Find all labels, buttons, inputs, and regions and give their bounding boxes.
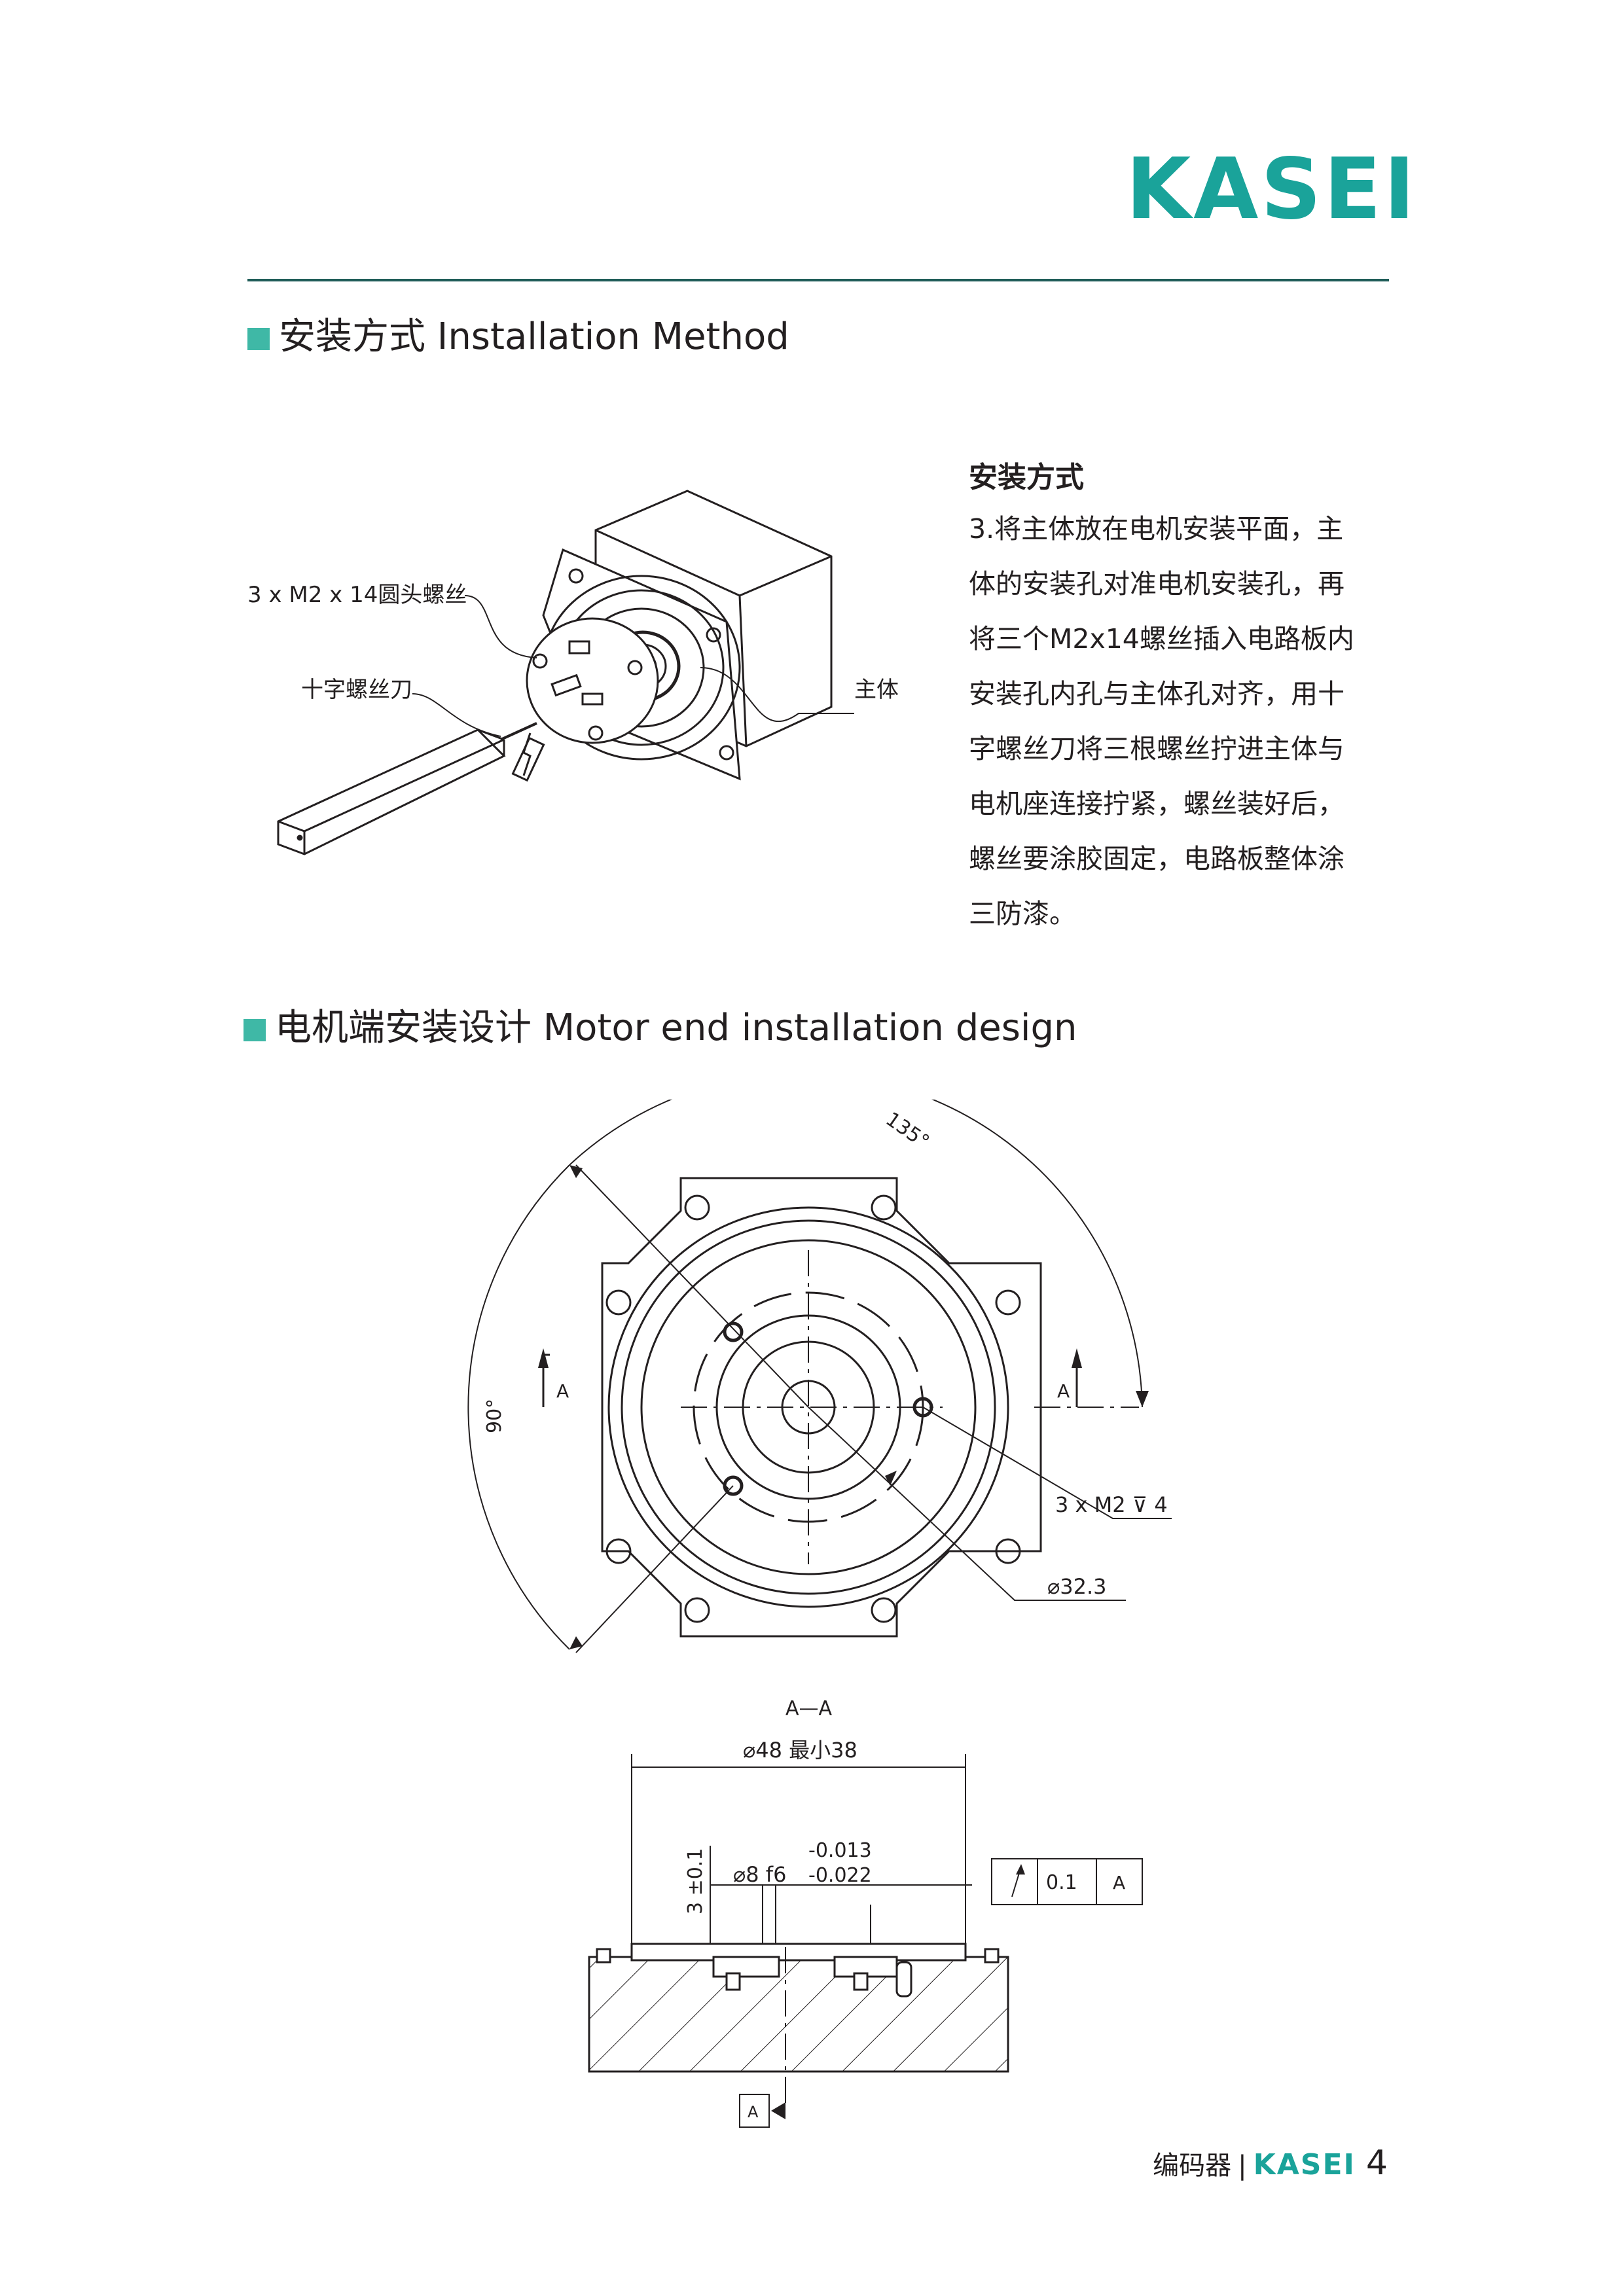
page-number: 4 <box>1365 2144 1388 2183</box>
outer-diameter-label: ⌀48 最小38 <box>743 1738 857 1763</box>
header-divider <box>247 279 1389 281</box>
section-square-icon <box>244 1019 266 1041</box>
section-mark-left: A <box>556 1380 569 1402</box>
runout-value: 0.1 <box>1046 1871 1077 1894</box>
height-dimension: 3 ±0.1 <box>684 1848 707 1914</box>
kasei-logo: KASEI <box>1126 141 1418 238</box>
section-title-installation: 安装方式 Installation Method <box>247 314 789 360</box>
section-title-motor-end: 电机端安装设计 Motor end installation design <box>244 1005 1077 1051</box>
section-square-icon <box>247 328 270 350</box>
body-label: 主体 <box>854 677 899 703</box>
shaft-fit-label: ⌀8 f6 <box>733 1862 786 1887</box>
installation-text-line: 将三个M2x14螺丝插入电路板内 <box>969 623 1354 655</box>
front-view-drawing: 135° 90° A A 3 x M2 ⊽ 4 ⌀32.3 <box>467 1100 1172 1653</box>
installation-text-line: 三防漆。 <box>969 898 1076 929</box>
footer-brand: KASEI <box>1253 2148 1356 2181</box>
installation-text-heading: 安装方式 <box>969 461 1084 494</box>
screw-label: 3 x M2 x 14圆头螺丝 <box>247 582 467 608</box>
datum-label: A <box>748 2103 759 2121</box>
installation-text-block: 安装方式 3.将主体放在电机安装平面，主体的安装孔对准电机安装孔，再将三个M2x… <box>969 454 1388 941</box>
page-footer: 编码器|KASEI 4 <box>1139 2140 1388 2186</box>
installation-text-line: 3.将主体放在电机安装平面，主 <box>969 513 1344 545</box>
installation-text-line: 电机座连接拧紧，螺丝装好后， <box>969 788 1344 819</box>
footer-label: 编码器 <box>1153 2151 1232 2181</box>
installation-text-line: 字螺丝刀将三根螺丝拧进主体与 <box>969 733 1344 764</box>
angle-90-label: 90° <box>483 1399 506 1433</box>
section-title: A—A <box>785 1697 833 1720</box>
angle-135-label: 135° <box>882 1107 933 1153</box>
installation-illustration: 3 x M2 x 14圆头螺丝 十字螺丝刀 主体 <box>247 490 899 855</box>
installation-text-line: 螺丝要涂胶固定，电路板整体涂 <box>969 843 1344 874</box>
section-title-text: 电机端安装设计 Motor end installation design <box>275 1007 1077 1049</box>
section-mark-right: A <box>1057 1380 1070 1402</box>
footer-separator: | <box>1238 2151 1247 2181</box>
section-title-text: 安装方式 Installation Method <box>279 315 789 358</box>
installation-text-line: 体的安装孔对准电机安装孔，再 <box>969 568 1344 600</box>
screwdriver-label: 十字螺丝刀 <box>301 677 412 703</box>
installation-text-line: 安装孔内孔与主体孔对齐，用十 <box>969 678 1344 709</box>
tolerance-lower: -0.022 <box>808 1864 872 1887</box>
diameter-callout: ⌀32.3 <box>1047 1574 1107 1599</box>
section-view-drawing: A—A ⌀48 最小38 ⌀8 f6 -0.013 -0.022 3 ±0.1 … <box>588 1697 1143 2128</box>
runout-datum: A <box>1113 1872 1125 1893</box>
installation-text-lines: 3.将主体放在电机安装平面，主体的安装孔对准电机安装孔，再将三个M2x14螺丝插… <box>969 501 1388 941</box>
tolerance-upper: -0.013 <box>808 1839 872 1862</box>
hole-callout: 3 x M2 ⊽ 4 <box>1055 1492 1168 1517</box>
